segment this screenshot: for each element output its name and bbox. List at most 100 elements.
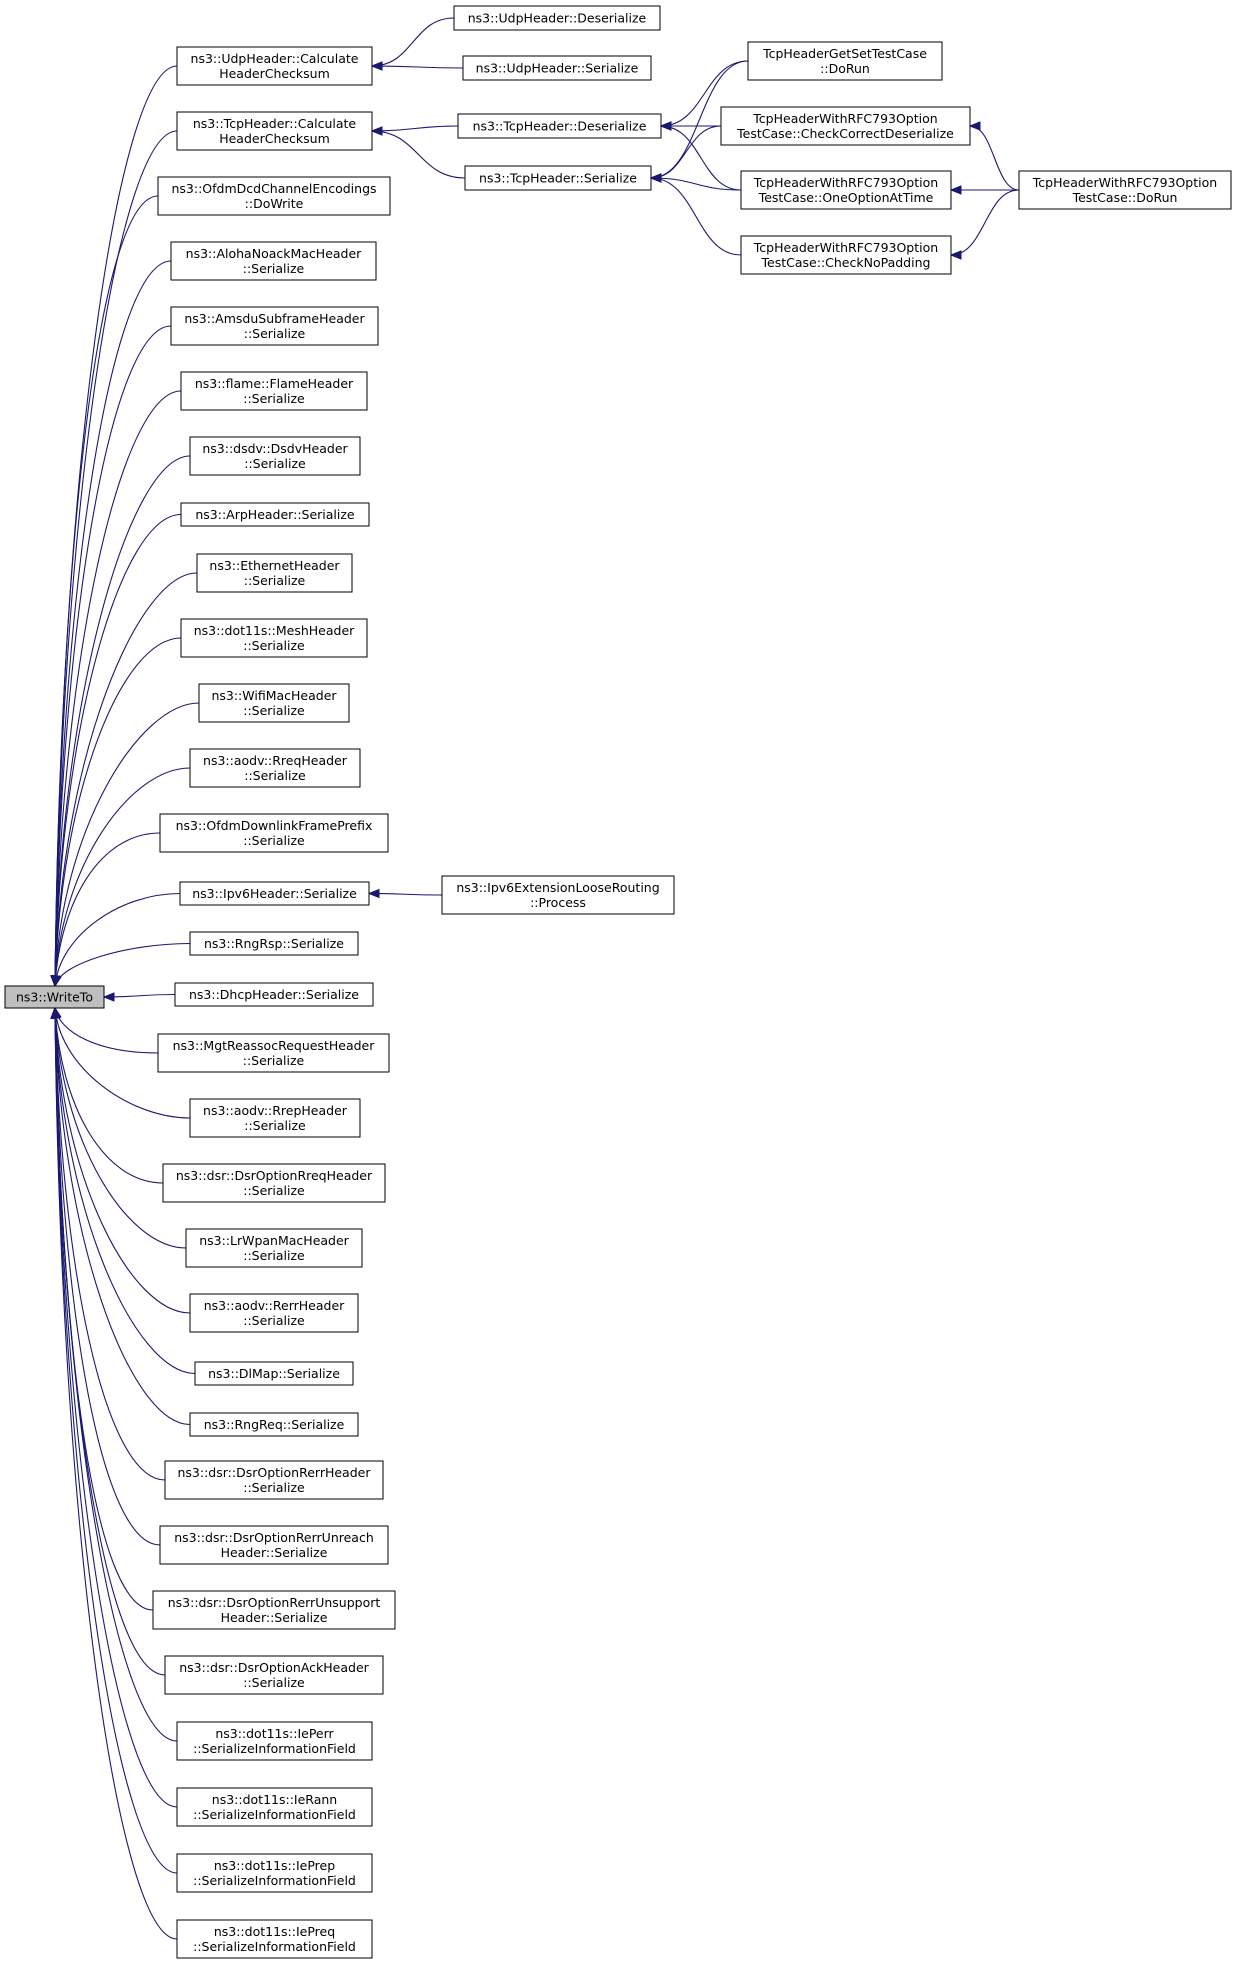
node-label: ::SerializeInformationField — [193, 1741, 356, 1756]
node-label: ::SerializeInformationField — [193, 1807, 356, 1822]
node-arp[interactable]: ns3::ArpHeader::Serialize — [180, 502, 370, 527]
node-aloha[interactable]: ns3::AlohaNoackMacHeader::Serialize — [170, 241, 377, 281]
edge-udp-ser-to-udp-calc — [371, 65, 464, 69]
node-dlmap[interactable]: ns3::DlMap::Serialize — [194, 1361, 354, 1386]
node-flame[interactable]: ns3::flame::FlameHeader::Serialize — [180, 371, 368, 411]
node-box — [4, 985, 105, 1009]
node-ethernet[interactable]: ns3::EthernetHeader::Serialize — [196, 553, 353, 593]
node-rngrsp[interactable]: ns3::RngRsp::Serialize — [189, 931, 359, 956]
node-ofdm-dl[interactable]: ns3::OfdmDownlinkFramePrefix::Serialize — [159, 813, 389, 853]
edge-lrwpan-to-writeto — [54, 1007, 187, 1249]
node-box — [1018, 170, 1232, 210]
node-label: ns3::ArpHeader::Serialize — [195, 507, 355, 522]
node-label: ns3::RngReq::Serialize — [204, 1417, 345, 1432]
edge-tcp-calc-to-writeto — [54, 130, 178, 987]
arrowhead-udp-ser-to-udp-calc — [370, 61, 383, 71]
node-tc-getset[interactable]: TcpHeaderGetSetTestCase::DoRun — [747, 41, 943, 81]
node-ierann[interactable]: ns3::dot11s::IeRann::SerializeInformatio… — [176, 1787, 373, 1827]
node-label: ::Serialize — [243, 833, 305, 848]
node-box — [176, 1853, 373, 1893]
node-udp-deser[interactable]: ns3::UdpHeader::Deserialize — [453, 5, 661, 31]
node-amsdu[interactable]: ns3::AmsduSubframeHeader::Serialize — [170, 306, 379, 346]
node-dsr-rerr[interactable]: ns3::dsr::DsrOptionRerrHeader::Serialize — [164, 1460, 384, 1500]
edge-tc-nopad-to-tcp-ser — [650, 177, 742, 256]
edge-ipv6-loose-to-ipv6 — [368, 892, 443, 896]
node-wifimac[interactable]: ns3::WifiMacHeader::Serialize — [198, 683, 350, 723]
node-label: HeaderChecksum — [219, 66, 330, 81]
node-label: ::DoRun — [820, 61, 870, 76]
node-dhcp[interactable]: ns3::DhcpHeader::Serialize — [174, 982, 374, 1007]
node-rngreq[interactable]: ns3::RngReq::Serialize — [189, 1412, 359, 1437]
node-label: ::Serialize — [243, 261, 305, 276]
edge-ieprep-to-writeto — [54, 1007, 178, 1874]
node-box — [464, 165, 652, 191]
node-box — [170, 306, 379, 346]
node-mesh[interactable]: ns3::dot11s::MeshHeader::Serialize — [180, 618, 368, 658]
node-dsr-unreach[interactable]: ns3::dsr::DsrOptionRerrUnreachHeader::Se… — [159, 1525, 389, 1565]
node-box — [152, 1590, 396, 1630]
node-dsr-rreq[interactable]: ns3::dsr::DsrOptionRreqHeader::Serialize — [162, 1163, 386, 1203]
node-ipv6-loose[interactable]: ns3::Ipv6ExtensionLooseRouting::Process — [441, 875, 675, 915]
node-dsr-unsupport[interactable]: ns3::dsr::DsrOptionRerrUnsupportHeader::… — [152, 1590, 396, 1630]
node-label: ns3::LrWpanMacHeader — [199, 1233, 349, 1248]
node-label: ::Serialize — [244, 1118, 306, 1133]
node-box — [453, 5, 661, 31]
node-ieprep[interactable]: ns3::dot11s::IePrep::SerializeInformatio… — [176, 1853, 373, 1893]
node-dsdv[interactable]: ns3::dsdv::DsdvHeader::Serialize — [189, 436, 361, 476]
node-box — [164, 1655, 384, 1695]
node-tcp-ser[interactable]: ns3::TcpHeader::Serialize — [464, 165, 652, 191]
edge-aodv-rreq-to-writeto — [54, 767, 191, 987]
node-label: Header::Serialize — [221, 1545, 328, 1560]
node-label: ns3::dsr::DsrOptionRerrUnsupport — [168, 1595, 381, 1610]
node-label: ns3::dsr::DsrOptionRerrHeader — [178, 1465, 372, 1480]
node-box — [162, 1163, 386, 1203]
node-label: ns3::OfdmDcdChannelEncodings — [171, 181, 376, 196]
node-label: ns3::TcpHeader::Serialize — [479, 171, 637, 186]
node-label: ns3::UdpHeader::Deserialize — [468, 11, 647, 26]
node-label: ns3::dsr::DsrOptionRreqHeader — [176, 1168, 373, 1183]
node-box — [189, 436, 361, 476]
node-label: ns3::dsr::DsrOptionRerrUnreach — [174, 1530, 374, 1545]
node-aodv-rreq[interactable]: ns3::aodv::RreqHeader::Serialize — [189, 748, 361, 788]
edge-dsr-rerr-to-writeto — [54, 1007, 166, 1481]
node-tc-nopad[interactable]: TcpHeaderWithRFC793OptionTestCase::Check… — [740, 235, 952, 275]
node-ofdm-dcd[interactable]: ns3::OfdmDcdChannelEncodings::DoWrite — [157, 176, 391, 216]
node-label: TcpHeaderWithRFC793Option — [752, 111, 937, 126]
node-ipv6[interactable]: ns3::Ipv6Header::Serialize — [179, 881, 370, 906]
node-label: ::Serialize — [244, 326, 306, 341]
edge-tc-one-to-tcp-ser — [650, 177, 742, 191]
node-label: ns3::dot11s::IeRann — [212, 1792, 337, 1807]
node-ieperr[interactable]: ns3::dot11s::IePerr::SerializeInformatio… — [176, 1721, 373, 1761]
edge-amsdu-to-writeto — [54, 325, 172, 987]
node-box — [194, 1361, 354, 1386]
node-label: ::Serialize — [243, 638, 305, 653]
node-label: ns3::DlMap::Serialize — [208, 1366, 340, 1381]
node-mgt[interactable]: ns3::MgtReassocRequestHeader::Serialize — [157, 1033, 390, 1073]
node-tcp-deser[interactable]: ns3::TcpHeader::Deserialize — [457, 113, 662, 139]
node-aodv-rerr[interactable]: ns3::aodv::RerrHeader::Serialize — [189, 1293, 359, 1333]
node-tc-one[interactable]: TcpHeaderWithRFC793OptionTestCase::OneOp… — [740, 170, 952, 210]
node-writeto[interactable]: ns3::WriteTo — [4, 985, 105, 1009]
node-udp-ser[interactable]: ns3::UdpHeader::Serialize — [462, 55, 652, 81]
node-lrwpan[interactable]: ns3::LrWpanMacHeader::Serialize — [185, 1228, 363, 1268]
node-aodv-rrep[interactable]: ns3::aodv::RrepHeader::Serialize — [189, 1098, 361, 1138]
node-box — [462, 55, 652, 81]
node-box — [157, 1033, 390, 1073]
node-label: ns3::aodv::RreqHeader — [203, 753, 348, 768]
edge-rngrsp-to-writeto — [54, 942, 191, 987]
node-tc-correct[interactable]: TcpHeaderWithRFC793OptionTestCase::Check… — [720, 106, 971, 146]
edge-tcp-deser-to-tcp-calc — [371, 125, 459, 132]
edge-tc-dorun-to-tc-correct — [969, 125, 1020, 191]
arrowhead-tc-dorun-to-tc-correct — [968, 121, 981, 131]
node-label: ns3::TcpHeader::Calculate — [193, 116, 357, 131]
node-iepreq[interactable]: ns3::dot11s::IePreq::SerializeInformatio… — [176, 1919, 373, 1959]
node-label: ns3::dot11s::IePreq — [214, 1924, 335, 1939]
edge-rngreq-to-writeto — [54, 1007, 191, 1426]
edge-dlmap-to-writeto — [54, 1007, 196, 1375]
node-dsr-ack[interactable]: ns3::dsr::DsrOptionAckHeader::Serialize — [164, 1655, 384, 1695]
arrowhead-tc-dorun-to-tc-one — [949, 185, 962, 195]
edge-tc-one-to-tcp-deser — [660, 125, 742, 191]
